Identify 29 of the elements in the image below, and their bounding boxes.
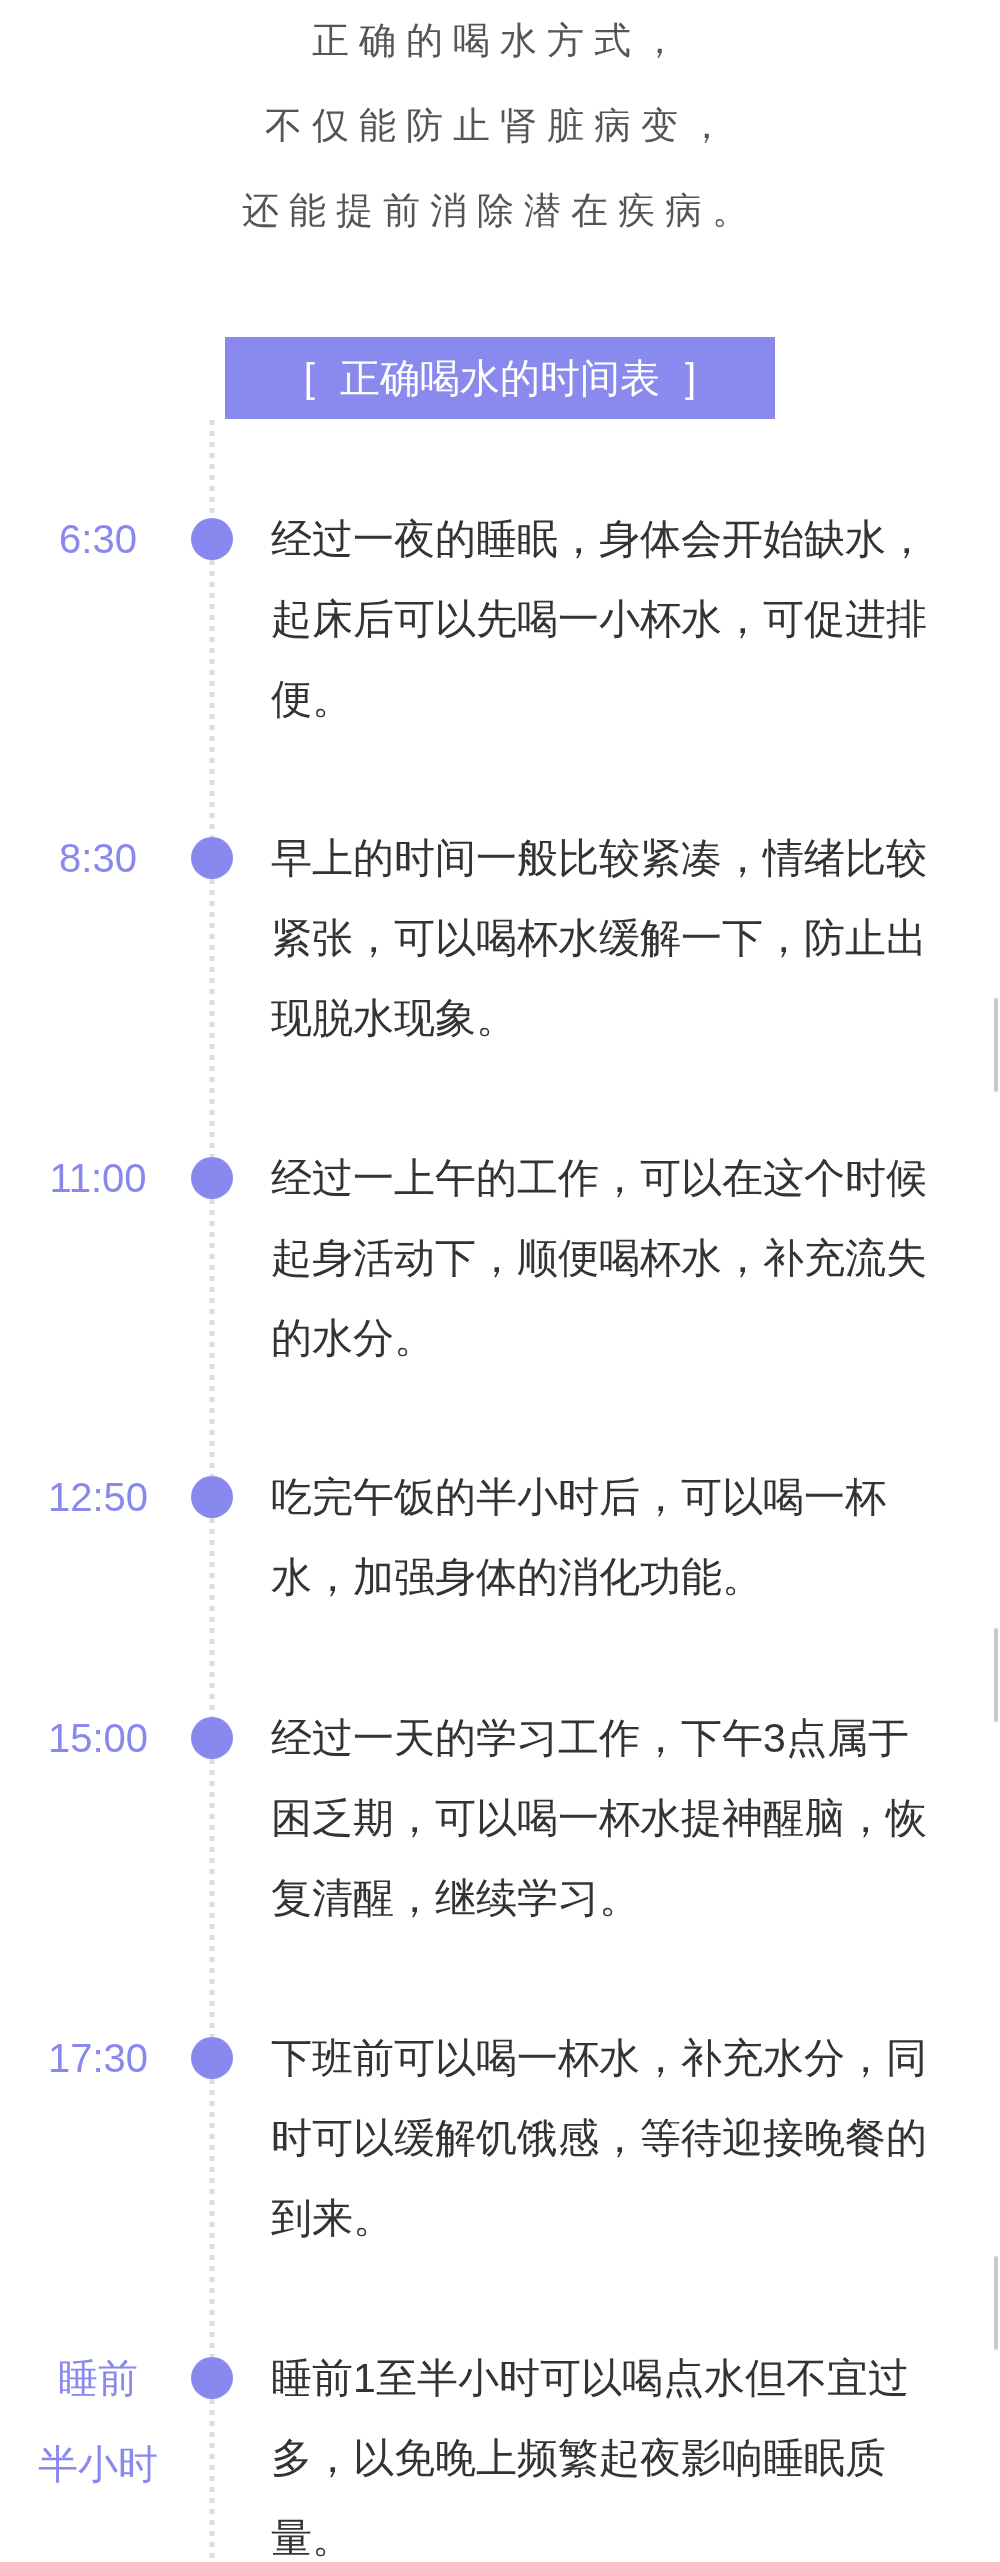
- timeline-line: [209, 879, 215, 1157]
- timeline-dot: [191, 2357, 233, 2399]
- time-label: 8:30: [58, 835, 138, 882]
- description-text: 经过一夜的睡眠，身体会开始缺水，起床后可以先喝一小杯水，可促进排便。: [271, 515, 928, 724]
- description-text: 下班前可以喝一杯水，补充水分，同时可以缓解饥饿感，等待迎接晚餐的到来。: [271, 2034, 928, 2243]
- description-text: 吃完午饭的半小时后，可以喝一杯水，加强身体的消化功能。: [271, 1473, 887, 1602]
- timeline-line: [209, 2079, 215, 2357]
- timeline-dot: [191, 837, 233, 879]
- title-banner: [ 正确喝水的时间表 ]: [225, 337, 775, 419]
- timeline-dot: [191, 1157, 233, 1199]
- time-label: 12:50: [46, 1474, 150, 1521]
- description-text: 早上的时间一般比较紧凑，情绪比较紧张，可以喝杯水缓解一下，防止出现脱水现象。: [271, 834, 928, 1043]
- timeline-dot: [191, 2037, 233, 2079]
- description-text: 经过一上午的工作，可以在这个时候起身活动下，顺便喝杯水，补充流失的水分。: [271, 1154, 928, 1363]
- timeline-line: [209, 1518, 215, 1717]
- description-text: 睡前1至半小时可以喝点水但不宜过多，以免晚上频繁起夜影响睡眠质量。: [271, 2354, 910, 2562]
- timeline-line: [209, 560, 215, 837]
- time-label: 睡前半小时: [37, 2355, 159, 2488]
- timeline-line: [209, 1759, 215, 2037]
- intro-text: 正确的喝水方式，不仅能防止肾脏病变，还能提前消除潜在疾病。: [240, 19, 760, 233]
- timeline-line: [209, 1199, 215, 1476]
- timeline-dot: [191, 518, 233, 560]
- time-label: 11:00: [48, 1155, 148, 1202]
- time-label: 17:30: [46, 2035, 150, 2082]
- time-label: 15:00: [46, 1715, 150, 1762]
- timeline-dot: [191, 1717, 233, 1759]
- time-label: 6:30: [58, 516, 138, 563]
- description-text: 经过一天的学习工作，下午3点属于困乏期，可以喝一杯水提神醒脑，恢复清醒，继续学习。: [271, 1714, 928, 1923]
- timeline-dot: [191, 1476, 233, 1518]
